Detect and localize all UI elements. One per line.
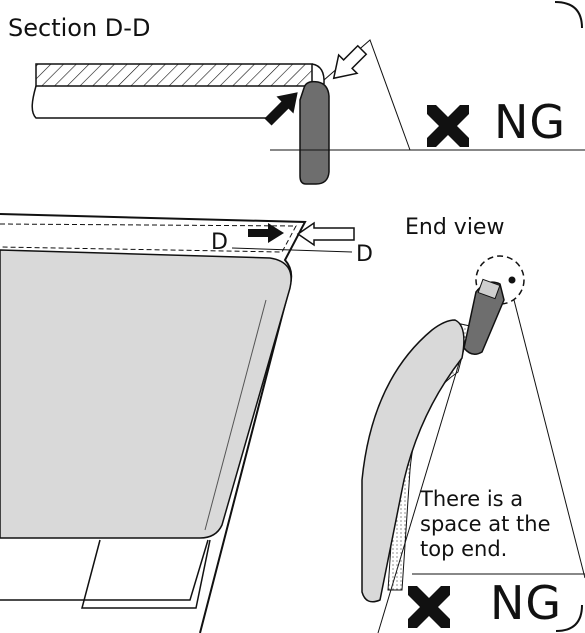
section-marker-left: D: [211, 230, 228, 255]
overview-drawing: [0, 213, 355, 633]
section-dd-drawing: [31, 39, 585, 185]
callout-triangle: [323, 39, 411, 151]
solid-arrow-icon: [248, 223, 284, 243]
glass-panel: [0, 249, 292, 539]
verdict-label-bottom: NG: [490, 576, 563, 630]
verdict-label-top: NG: [494, 95, 567, 149]
frame-corner-bottom-right: [555, 604, 583, 632]
hollow-arrow-icon: [296, 221, 355, 247]
section-title: Section D-D: [8, 14, 151, 42]
glass-inner-line: [204, 299, 267, 531]
note-line: space at the: [420, 512, 551, 536]
hollow-arrow-icon: [332, 44, 368, 80]
solid-arrow-icon: [264, 92, 298, 126]
gap-point: [508, 276, 516, 284]
glass-section: [361, 319, 465, 603]
frame-corner-top-right: [554, 1, 583, 29]
cross-mark-icon: [408, 586, 450, 628]
detail-circle: [475, 255, 525, 305]
end-view-title: End view: [405, 215, 505, 240]
panel-lower-edge: [31, 85, 270, 119]
end-view-note: There is a space at the top end.: [420, 487, 551, 562]
bracket-part: [81, 539, 211, 609]
section-cut-line: [231, 247, 353, 253]
note-line: top end.: [420, 537, 508, 561]
hatched-panel: [35, 63, 313, 87]
cross-mark-icon: [427, 105, 469, 147]
leader-line-right: [513, 299, 585, 579]
molding-section: [299, 80, 330, 185]
end-view-drawing: [361, 255, 585, 633]
roof-inner-dashed: [0, 223, 297, 253]
lower-edge: [0, 539, 209, 601]
molding-cap: [477, 278, 501, 300]
panel-end-cap: [311, 63, 325, 85]
note-line: There is a: [420, 487, 524, 511]
section-marker-right: D: [356, 242, 373, 267]
